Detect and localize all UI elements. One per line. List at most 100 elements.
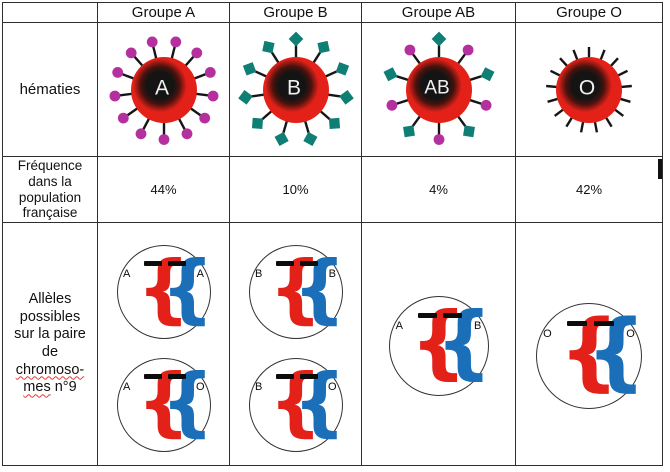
antigen-a-icon xyxy=(462,44,473,55)
allele-label-left: O xyxy=(543,328,552,341)
alleles-label-mes: mes xyxy=(23,379,51,396)
antigen-a-icon xyxy=(125,47,137,58)
hematie-cell-groupe-o: O xyxy=(516,23,662,156)
allele-locus-band xyxy=(594,321,614,327)
row-label-hematies: hématies xyxy=(3,23,97,156)
allele-locus-band xyxy=(276,261,294,267)
antigen-b-icon xyxy=(242,61,256,75)
alleles-label-n9: n°9 xyxy=(50,379,77,396)
red-cell-body xyxy=(262,56,329,123)
antigen-a-icon xyxy=(181,127,192,139)
red-cell-letter: B xyxy=(286,76,300,99)
header-groupe-a: Groupe A xyxy=(98,3,229,22)
hematie-graphic-B: B xyxy=(237,31,354,146)
alleles-label-text: Allèles possibles sur la paire de xyxy=(14,290,86,360)
allele-label-left: A xyxy=(395,320,403,333)
hematie-graphic-A: A xyxy=(109,36,218,145)
antigen-b-icon xyxy=(328,117,340,129)
antigen-b-icon xyxy=(251,117,263,129)
allele-locus-band xyxy=(443,313,462,319)
allele-label-right: B xyxy=(328,267,336,280)
frequency-groupe-b: 10% xyxy=(230,157,361,222)
red-cell-letter: O xyxy=(579,76,595,99)
allele-label-right: O xyxy=(626,328,635,341)
row-label-frequence: Fréquence dans la population française xyxy=(3,157,97,222)
antigen-a-icon xyxy=(198,112,210,123)
alleles-label: Allèles possibles sur la paire de chromo… xyxy=(14,291,86,397)
header-groupe-ab: Groupe AB xyxy=(362,3,515,22)
antigen-b-icon xyxy=(402,124,415,137)
frequency-groupe-ab: 4% xyxy=(362,157,515,222)
hematie-cell-groupe-ab: AB xyxy=(362,23,515,156)
allele-locus-band xyxy=(567,321,587,327)
red-cell-letter: AB xyxy=(424,77,449,98)
antigen-b-icon xyxy=(335,61,349,75)
red-cell-body xyxy=(556,56,622,123)
antigen-a-icon xyxy=(169,36,181,47)
allele-label-right: O xyxy=(328,380,337,393)
antigen-b-icon xyxy=(431,31,446,46)
hematie-graphic-AB: AB xyxy=(383,31,494,145)
allele-label-right: O xyxy=(196,380,205,393)
allele-locus-band xyxy=(276,374,294,380)
antigen-b-icon xyxy=(383,66,397,81)
antigen-b-icon xyxy=(237,89,253,105)
red-cell-body xyxy=(405,56,472,123)
antigen-a-icon xyxy=(117,112,129,123)
red-cell-body xyxy=(130,56,197,123)
allele-label-right: A xyxy=(196,267,204,280)
allele-locus-band xyxy=(144,261,162,267)
antigen-a-icon xyxy=(433,133,444,145)
header-groupe-o: Groupe O xyxy=(516,3,662,22)
corner-cell xyxy=(3,3,97,22)
allele-locus-band xyxy=(144,374,162,380)
antigen-a-icon xyxy=(111,66,123,78)
antigen-a-icon xyxy=(207,90,218,101)
antigen-a-icon xyxy=(190,47,202,58)
antigen-b-icon xyxy=(462,124,475,137)
allele-locus-band xyxy=(300,261,318,267)
frequency-groupe-a: 44% xyxy=(98,157,229,222)
antigen-a-icon xyxy=(386,99,397,111)
hematie-graphic-O: O xyxy=(546,46,632,133)
allele-label-left: A xyxy=(123,380,131,393)
antigen-b-icon xyxy=(288,31,303,46)
alleles-label-chromoso: chromoso- xyxy=(15,361,85,378)
blood-groups-table: Groupe A Groupe B Groupe AB Groupe O hém… xyxy=(2,2,663,466)
red-cell-letter: A xyxy=(154,76,168,99)
antigen-b-icon xyxy=(316,40,330,53)
allele-locus-band xyxy=(300,374,318,380)
header-groupe-b: Groupe B xyxy=(230,3,361,22)
antigen-b-icon xyxy=(338,89,354,105)
allele-label-left: A xyxy=(123,267,131,280)
allele-label-left: B xyxy=(255,380,263,393)
antigen-a-icon xyxy=(109,90,120,101)
allele-label-right: B xyxy=(474,320,482,333)
hematie-cell-groupe-a: A xyxy=(98,23,229,156)
antigen-b-icon xyxy=(274,131,289,146)
antigen-a-icon xyxy=(135,127,146,139)
antigen-a-icon xyxy=(158,133,169,145)
antigen-b-icon xyxy=(302,131,317,146)
row-label-alleles: Allèles possibles sur la paire de chromo… xyxy=(3,223,97,465)
antigen-a-icon xyxy=(480,99,491,111)
antigen-a-icon xyxy=(204,66,216,78)
antigen-a-icon xyxy=(146,36,158,47)
frequency-groupe-o: 42% xyxy=(516,157,662,222)
hematie-cell-groupe-b: B xyxy=(230,23,361,156)
antigen-a-icon xyxy=(404,44,415,55)
allele-label-left: B xyxy=(255,267,263,280)
antigen-b-icon xyxy=(261,40,275,53)
edge-artifact-mark xyxy=(658,159,662,179)
